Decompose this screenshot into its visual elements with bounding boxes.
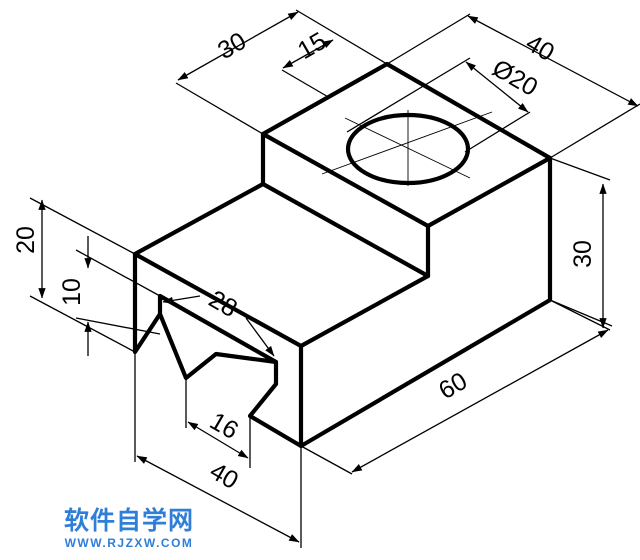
watermark: 软件自学网 WWW.RJZXW.COM — [54, 506, 204, 550]
dim-label-30-top: 30 — [213, 27, 251, 65]
dimension-lines — [38, 11, 639, 543]
dim-line-16 — [187, 421, 249, 459]
through-hole — [345, 112, 471, 186]
extension-lines — [29, 9, 640, 548]
dim-label-20: 20 — [12, 226, 40, 254]
dim-label-28: 28 — [204, 285, 242, 323]
dim-line-28-right — [245, 317, 275, 357]
dim-label-40-bottom: 40 — [205, 457, 243, 495]
dim-line-phi20 — [465, 61, 529, 113]
dim-line-40-bottom — [136, 455, 300, 543]
dim-label-16: 16 — [205, 407, 243, 445]
object-outline — [132, 61, 553, 449]
upper-block-front — [260, 131, 431, 279]
right-side-edges — [298, 155, 553, 449]
dim-line-15 — [282, 39, 334, 69]
dim-label-60: 60 — [434, 367, 472, 405]
hole-center-lines — [321, 110, 493, 186]
watermark-url: WWW.RJZXW.COM — [64, 536, 194, 550]
lower-top-surface — [132, 181, 431, 279]
dim-line-60 — [351, 329, 609, 473]
dim-label-30-right: 30 — [569, 240, 597, 268]
watermark-title: 软件自学网 — [63, 506, 194, 535]
dim-label-10: 10 — [58, 278, 86, 306]
dim-line-40-top — [467, 15, 639, 107]
dim-line-30-top — [177, 11, 299, 81]
dim-label-phi20: Ø20 — [488, 54, 543, 102]
upper-block-top — [260, 61, 553, 229]
right-side-face — [298, 273, 431, 349]
